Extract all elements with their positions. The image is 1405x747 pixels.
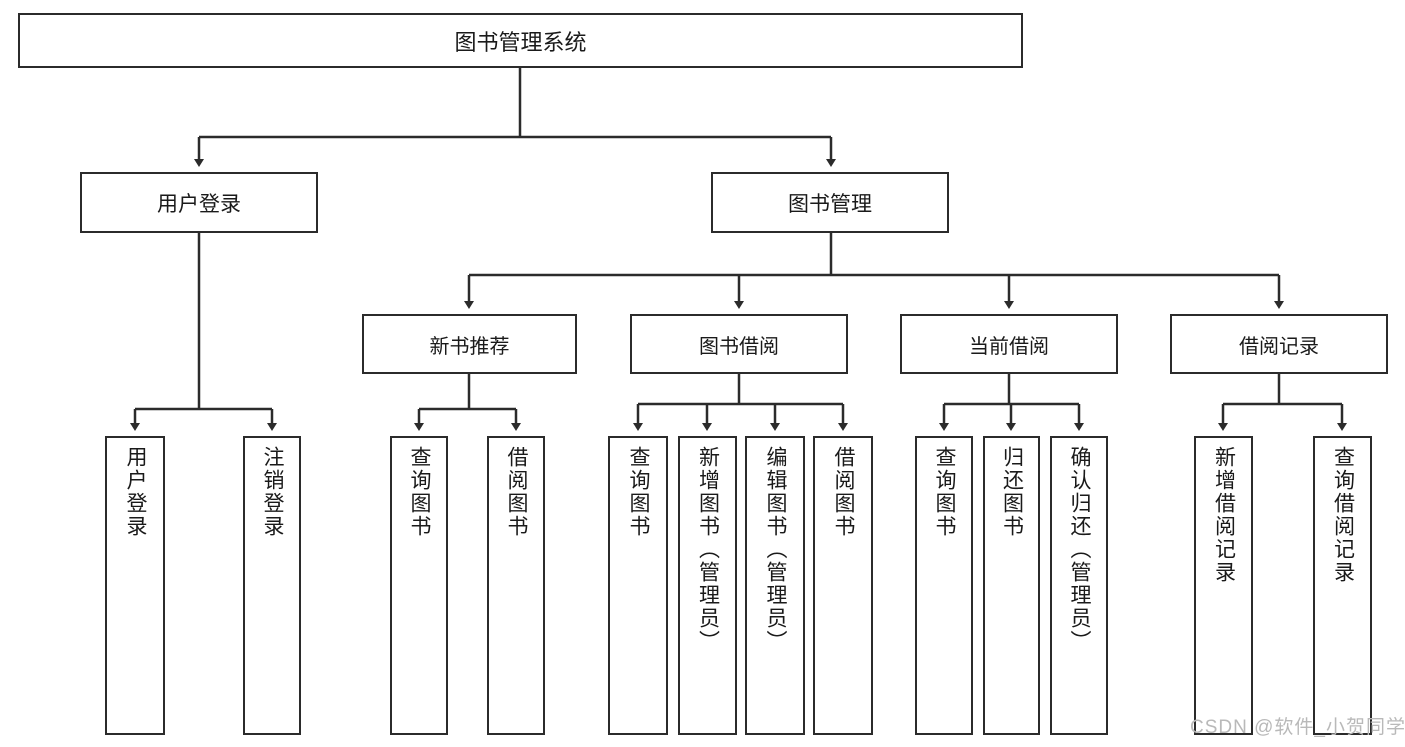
leaf-node-查询借阅记录-12[interactable]: 查询借阅记录: [1313, 436, 1372, 735]
node-label: 注销登录: [261, 446, 285, 538]
node-book-management-system[interactable]: 图书管理系统: [18, 13, 1023, 68]
node-label: 图书管理系统: [454, 29, 587, 55]
node-label: 借阅图书: [505, 446, 529, 538]
leaf-node-借阅图书-7[interactable]: 借阅图书: [813, 436, 873, 735]
node-label: 查询图书: [408, 446, 432, 538]
node-label: 借阅图书: [832, 446, 856, 538]
leaf-node-查询图书-4[interactable]: 查询图书: [608, 436, 668, 735]
node-label: 用户登录: [124, 446, 148, 538]
node-label: 查询借阅记录: [1331, 446, 1355, 584]
node-label: 确认归还（管理员）: [1068, 446, 1092, 653]
node-label: 当前借阅: [969, 335, 1049, 358]
node-label: 新书推荐: [429, 335, 510, 358]
node-label: 新增图书（管理员）: [696, 446, 720, 653]
leaf-node-注销登录-1[interactable]: 注销登录: [243, 436, 301, 735]
node-借阅记录-3[interactable]: 借阅记录: [1170, 314, 1388, 374]
node-label: 用户登录: [157, 192, 241, 216]
leaf-node-查询图书-8[interactable]: 查询图书: [915, 436, 973, 735]
leaf-node-借阅图书-3[interactable]: 借阅图书: [487, 436, 545, 735]
node-label: 借阅记录: [1239, 335, 1319, 358]
leaf-node-用户登录-0[interactable]: 用户登录: [105, 436, 165, 735]
leaf-node-新增借阅记录-11[interactable]: 新增借阅记录: [1194, 436, 1253, 735]
node-用户登录-0[interactable]: 用户登录: [80, 172, 318, 233]
node-label: 编辑图书（管理员）: [764, 446, 788, 653]
node-label: 查询图书: [627, 446, 651, 538]
leaf-node-新增图书管理员-5[interactable]: 新增图书（管理员）: [678, 436, 737, 735]
node-图书借阅-1[interactable]: 图书借阅: [630, 314, 848, 374]
leaf-node-编辑图书管理员-6[interactable]: 编辑图书（管理员）: [745, 436, 805, 735]
leaf-node-确认归还管理员-10[interactable]: 确认归还（管理员）: [1050, 436, 1108, 735]
node-图书管理-1[interactable]: 图书管理: [711, 172, 949, 233]
node-新书推荐-0[interactable]: 新书推荐: [362, 314, 577, 374]
leaf-node-归还图书-9[interactable]: 归还图书: [983, 436, 1040, 735]
node-当前借阅-2[interactable]: 当前借阅: [900, 314, 1118, 374]
node-label: 图书借阅: [699, 335, 779, 358]
node-label: 图书管理: [788, 192, 872, 216]
node-label: 查询图书: [933, 446, 957, 538]
leaf-node-查询图书-2[interactable]: 查询图书: [390, 436, 448, 735]
node-label: 新增借阅记录: [1212, 446, 1236, 584]
node-label: 归还图书: [1000, 446, 1024, 538]
watermark-text: CSDN @软件_小贺同学: [1190, 717, 1405, 738]
